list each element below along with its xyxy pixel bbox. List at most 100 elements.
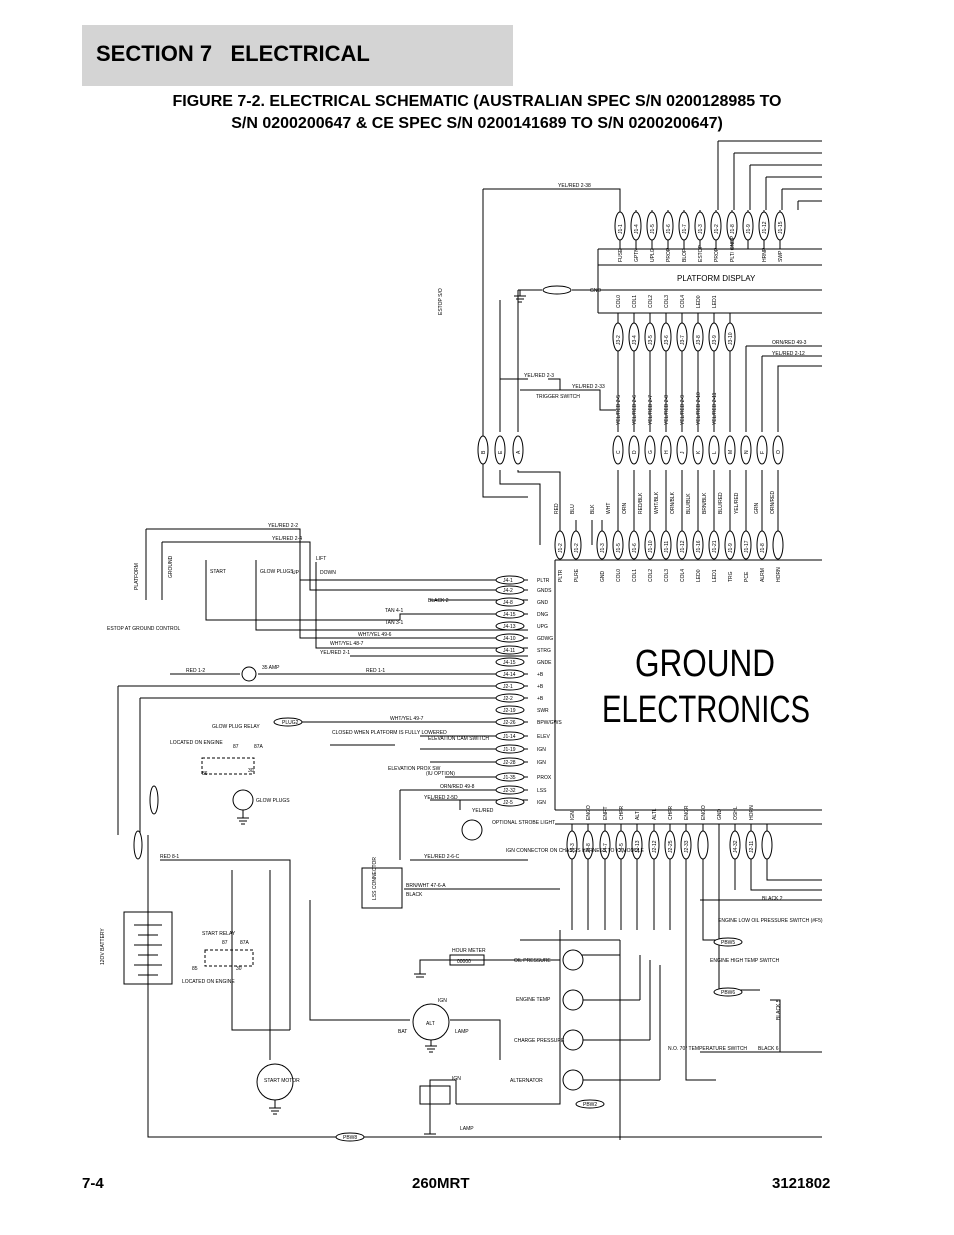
wire-label: WHT/YEL 48-7 — [330, 641, 364, 647]
start-label: START — [210, 569, 226, 575]
wire-label: TAN 4-1 — [385, 608, 403, 614]
connector-label: J1-16 — [696, 540, 702, 553]
signal-label: IGN — [537, 747, 546, 753]
plug-label: PBW5 — [721, 940, 735, 946]
signal-label: LED1 — [712, 295, 718, 308]
signal-label: COL1 — [632, 569, 638, 582]
connector-label: J1-19 — [503, 747, 516, 753]
connector-label: J4-14 — [503, 672, 516, 678]
plug-label: PBW6 — [721, 990, 735, 996]
connector-label: J4-5 — [619, 843, 625, 853]
wire-label: ORN — [622, 503, 628, 515]
connector-label: J2-25 — [668, 840, 674, 853]
connector-label: J4-11 — [503, 648, 515, 654]
glow-plugs-label: GLOW PLUGS — [260, 569, 294, 575]
connector-label: F — [760, 451, 766, 454]
connector-label: J1-12 — [762, 221, 768, 234]
up-label: UP — [292, 570, 300, 576]
signal-label: BPW/GWS — [537, 720, 562, 726]
wire-label: YEL/RED 2-7 — [648, 395, 654, 425]
signal-label: TRG — [728, 571, 734, 582]
relay-pin-label: 85 — [192, 966, 198, 972]
signal-label: ALTL — [652, 808, 658, 820]
elevation-cam-label: ELEVATION CAM SWITCH — [428, 736, 489, 742]
lss-connector-label: LSS CONNECTOR — [372, 857, 378, 900]
ground-electronics-label-1: GROUND — [635, 643, 775, 685]
signal-label: GNDS — [537, 588, 552, 594]
connector-label: E — [498, 450, 504, 454]
wire-label: YEL/RED 2-3 — [524, 373, 554, 379]
connector-label: J2-12 — [652, 840, 658, 853]
wire-label: YEL/RED 2-4 — [272, 536, 302, 542]
section-title: SECTION 7 ELECTRICAL — [96, 41, 370, 66]
glow-plug-relay-label: GLOW PLUG RELAY — [212, 724, 260, 730]
wire-label: RED 1-2 — [186, 668, 205, 674]
connector-label: J1-9 — [746, 224, 752, 234]
signal-label: PCE — [744, 571, 750, 582]
signal-label: COL0 — [616, 295, 622, 308]
signal-label: PROP — [666, 247, 672, 262]
connector-label: J1-4 — [634, 224, 640, 234]
wire-label: YEL/RED 2-33 — [572, 384, 605, 390]
connector-label: J1-8 — [760, 543, 766, 553]
connector-label: J2-1 — [503, 684, 513, 690]
signal-label: ENGO — [586, 805, 592, 820]
wire-label: YEL/RED 2-2 — [268, 523, 298, 529]
figure-title: FIGURE 7-2. ELECTRICAL SCHEMATIC (AUSTRA… — [82, 91, 872, 135]
wire-label: RED 8-1 — [160, 854, 179, 860]
page-number: 7-4 — [82, 1175, 104, 1192]
connector-label: A — [516, 450, 522, 454]
estop-ground-label: ESTOP AT GROUND CONTROL — [107, 626, 180, 632]
signal-label: GND — [717, 809, 723, 821]
wire-label: YEL/RED 2-8 — [664, 395, 670, 425]
signal-label: ENRT — [603, 806, 609, 820]
wire-label: ORN/BLK — [670, 491, 676, 514]
document-number: 3121802 — [772, 1175, 831, 1192]
ign-2-label: IGN — [452, 1076, 461, 1082]
connector-label: J1-17 — [744, 540, 750, 553]
connector-label: J1-5 — [616, 543, 622, 553]
signal-label: IGN — [537, 760, 546, 766]
ground-label: GROUND — [168, 555, 174, 578]
connector-label: J1-3 — [600, 543, 606, 553]
connector-label: H — [664, 450, 670, 454]
temp-switch-label: N.O. 70° TEMPERATURE SWITCH — [668, 1046, 747, 1052]
signal-label: COL4 — [680, 569, 686, 582]
connector-label: J1-12 — [680, 540, 686, 553]
signal-label: GND — [537, 600, 549, 606]
signal-label: GND — [600, 571, 606, 583]
estop-platform-label: ESTOP S/O — [438, 288, 444, 315]
signal-label: HRNP — [762, 247, 768, 262]
signal-label: UPG — [537, 624, 548, 630]
signal-label: CHPR — [619, 805, 625, 820]
signal-label: BLOP — [682, 248, 688, 262]
signal-label: GDWG — [537, 636, 553, 642]
connector-label: K — [696, 450, 702, 454]
signal-label: PLT/ GNDP — [730, 235, 736, 262]
wire-label: YEL/RED 2-12 — [772, 351, 805, 357]
ign-label: IGN — [438, 998, 447, 1004]
relay-pin-label: 86 — [202, 771, 208, 777]
relay-pin-label: 87 — [222, 940, 228, 946]
connector-label: J1-6 — [666, 224, 672, 234]
signal-label: ESTOP — [698, 244, 704, 262]
signal-label: CHPR — [668, 805, 674, 820]
connector-label: D — [632, 450, 638, 454]
ign-connector-label: IGN CONNECTOR ON CHASSIS HARNESS TO IO M… — [506, 848, 644, 854]
section-header: SECTION 7 ELECTRICAL — [82, 25, 513, 86]
wire-label: RED — [554, 503, 560, 514]
signal-label: ENGR — [684, 805, 690, 820]
amp-fuse-label: 35 AMP — [262, 665, 280, 671]
signal-label: COL3 — [664, 295, 670, 308]
signal-label: GPTN — [634, 248, 640, 262]
signal-label: +B — [537, 684, 544, 690]
located-on-engine-2-label: LOCATED ON ENGINE — [182, 979, 235, 985]
connector-label: L — [712, 451, 718, 454]
alternator-label: ALTERNATOR — [510, 1078, 543, 1084]
optional-strobe-label: OPTIONAL STROBE LIGHT — [492, 820, 555, 826]
signal-label: IGN — [537, 800, 546, 806]
connector-label: J1-2 — [714, 224, 720, 234]
connector-label: J4-7 — [603, 843, 609, 853]
signal-label: DNG — [537, 612, 548, 618]
signal-label: PROX — [537, 775, 552, 781]
